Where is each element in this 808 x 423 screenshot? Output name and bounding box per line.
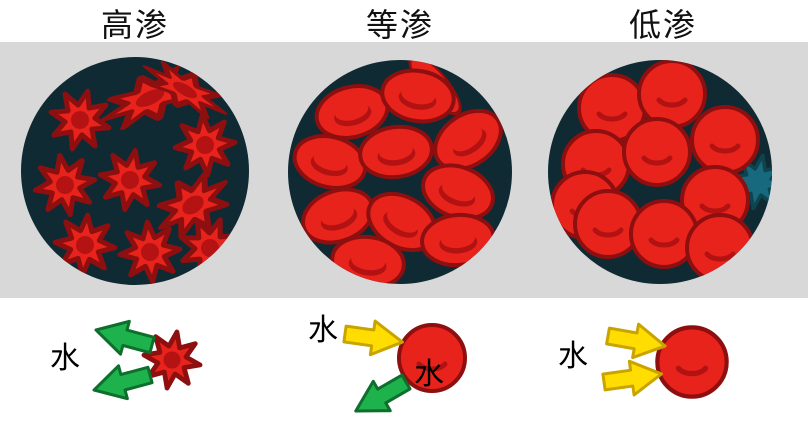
- hypotonic-water-flow: [600, 317, 727, 401]
- rbc-swollen: [624, 119, 690, 185]
- water-out-arrow-icon: [88, 357, 156, 408]
- rbc-swollen: [692, 107, 758, 173]
- microscope-view-isotonic: [288, 60, 512, 284]
- water-label-isotonic-out: 水: [414, 358, 444, 391]
- column-label-hypertonic: 高渗: [100, 7, 169, 43]
- column-label-hypotonic: 低渗: [628, 7, 697, 43]
- rbc-swollen: [657, 327, 726, 396]
- rbc-swollen: [687, 215, 753, 281]
- water-label-isotonic-in: 水: [308, 314, 338, 347]
- swollen-cells-group: [552, 61, 772, 281]
- water-in-arrow-icon: [341, 315, 407, 361]
- water-in-arrow-icon: [600, 355, 666, 401]
- water-label-hypotonic-in: 水: [558, 340, 588, 373]
- microscope-view-hypertonic: [21, 57, 249, 285]
- hypertonic-water-flow: [88, 312, 205, 408]
- rbc-swollen: [639, 61, 705, 127]
- water-label-hypertonic-out: 水: [50, 342, 80, 375]
- column-label-isotonic: 等渗: [365, 7, 434, 43]
- microscope-view-hypotonic: [548, 60, 772, 284]
- isotonic-water-flow: [341, 315, 465, 423]
